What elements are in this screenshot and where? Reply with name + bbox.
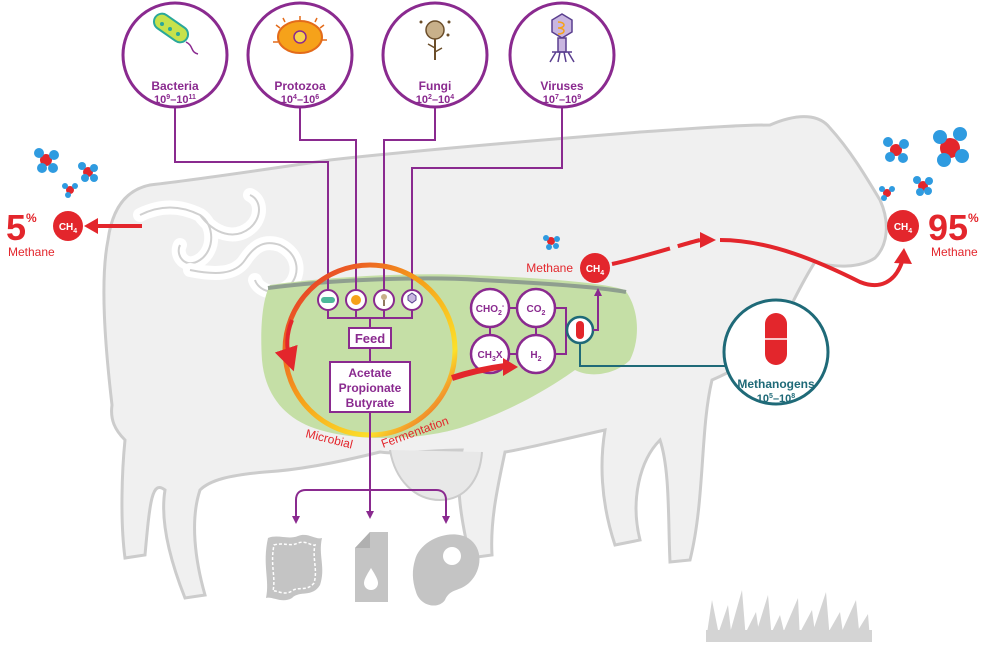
leather-icon	[265, 534, 323, 601]
fungi-count: 102–104	[416, 94, 455, 106]
virus-icon-small	[407, 292, 417, 304]
svg-text:CH3X: CH3X	[477, 350, 502, 363]
svg-text:CH4: CH4	[59, 222, 77, 235]
right-methane-output: CH4 95% Methane	[879, 127, 979, 259]
svg-text:CO2: CO2	[527, 304, 546, 317]
microbe-circle-fungi: Fungi 102–104	[381, 1, 489, 109]
protozoa-count: 104–106	[281, 94, 320, 106]
meat-icon	[412, 534, 480, 606]
eructation-arrow	[611, 232, 912, 288]
rumen-methane-label: Methane	[526, 261, 573, 275]
fungi-icon-small	[381, 294, 387, 300]
co2-node	[515, 287, 557, 329]
vfa-propionate: Propionate	[339, 381, 402, 395]
rumen-microbe-icons	[317, 289, 423, 327]
methanogens-circle: Methanogens 105–108	[722, 298, 830, 406]
vfa-acetate: Acetate	[348, 366, 392, 380]
protozoa-icon-small	[351, 295, 361, 305]
milk-carton-icon	[355, 532, 388, 602]
left-methane-percent: 5%	[6, 207, 37, 248]
svg-text:H2: H2	[530, 350, 541, 363]
svg-text:CH4: CH4	[894, 222, 912, 235]
bacteria-count: 109–1011	[154, 94, 196, 106]
ch3x-node	[469, 333, 511, 375]
svg-text:CH4: CH4	[586, 264, 604, 277]
bacteria-icon-small	[321, 297, 335, 303]
methanogens-count: 105–108	[757, 393, 796, 405]
microbe-circle-protozoa: Protozoa 104–106	[246, 1, 354, 109]
rumen-ch4-badge	[580, 253, 610, 283]
methane-molecule-icon	[879, 127, 969, 201]
vfa-butyrate: Butyrate	[346, 396, 395, 410]
cho2-node	[469, 287, 511, 329]
fungi-icon	[419, 20, 451, 60]
product-arrows	[292, 412, 450, 524]
ring-to-intermediates-arrowhead	[503, 358, 518, 376]
bacteria-label: Bacteria	[151, 79, 199, 93]
methane-molecule-icon	[34, 148, 98, 198]
vfa-box: Acetate Propionate Butyrate	[329, 361, 411, 413]
ring-to-intermediates-arrow	[451, 363, 506, 381]
intermediates-network: CHO2- CO2 CH3X H2	[469, 287, 567, 375]
rumen-methane: Methane CH4	[526, 235, 610, 283]
svg-text:CHO2-: CHO2-	[476, 303, 505, 317]
methanogen-icon	[765, 313, 787, 365]
fungi-label: Fungi	[419, 79, 452, 93]
virus-icon	[549, 13, 575, 63]
left-ch4-badge	[53, 211, 83, 241]
protozoa-icon	[273, 16, 327, 54]
bacteria-icon	[152, 12, 199, 55]
methane-molecule-icon	[543, 235, 560, 250]
right-ch4-badge	[887, 210, 919, 242]
protozoa-label: Protozoa	[274, 79, 326, 93]
feed-box: Feed	[348, 327, 392, 362]
methanogens-label: Methanogens	[737, 377, 815, 391]
feed-label: Feed	[355, 331, 385, 346]
viruses-label: Viruses	[540, 79, 583, 93]
viruses-count: 107–109	[543, 94, 582, 106]
h2-node	[515, 333, 557, 375]
right-methane-percent: 95%	[928, 207, 979, 248]
left-methane-word: Methane	[8, 245, 55, 259]
methanogen-node	[565, 288, 728, 367]
grass-icon	[706, 590, 872, 642]
right-methane-word: Methane	[931, 245, 978, 259]
microbe-connector-lines	[174, 107, 563, 290]
left-methane-output: 5% Methane CH4	[6, 148, 142, 259]
microbe-circle-viruses: Viruses 107–109	[508, 1, 616, 109]
microbe-circle-bacteria: Bacteria 109–1011	[121, 1, 229, 109]
